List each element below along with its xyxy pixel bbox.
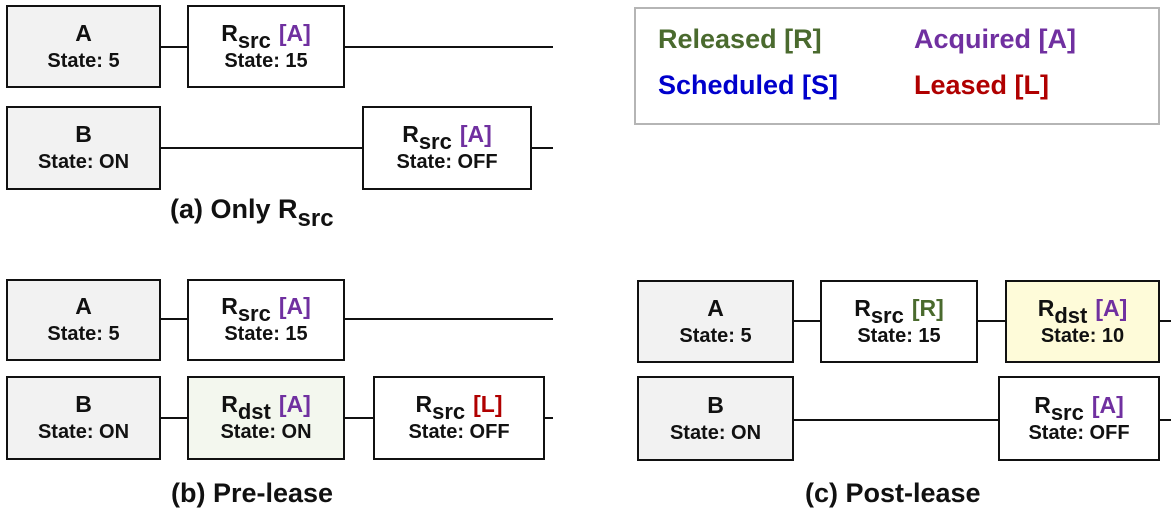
legend-scheduled: Scheduled [S] bbox=[658, 70, 839, 100]
resource-src-box: Rsrc[A] State: 15 bbox=[187, 5, 345, 88]
legend: Released [R] Acquired [A] Scheduled [S] … bbox=[634, 7, 1160, 125]
status-tag-acquired: [A] bbox=[278, 19, 311, 46]
resource-dst-box: Rdst[A] State: ON bbox=[187, 376, 345, 460]
node-state: State: ON bbox=[669, 421, 762, 444]
resource-src-box: Rsrc[A] State: 15 bbox=[187, 279, 345, 361]
node-a-box: A State: 5 bbox=[6, 279, 161, 361]
resource-state: State: 10 bbox=[1040, 324, 1125, 347]
connector-line bbox=[160, 147, 553, 149]
node-state: State: ON bbox=[37, 151, 130, 173]
resource-name: Rsrc[A] bbox=[402, 121, 492, 154]
resource-name: Rdst[A] bbox=[221, 391, 311, 424]
resource-src-box: Rsrc[L] State: OFF bbox=[373, 376, 545, 460]
resource-name: Rsrc[A] bbox=[1034, 391, 1124, 425]
resource-state: State: OFF bbox=[396, 151, 498, 173]
node-a-box: A State: 5 bbox=[6, 5, 161, 88]
legend-leased: Leased [L] bbox=[914, 70, 1050, 100]
node-name: A bbox=[707, 294, 724, 321]
node-b-box: B State: ON bbox=[6, 376, 161, 460]
resource-state: State: OFF bbox=[1028, 421, 1130, 444]
status-tag-acquired: [A] bbox=[1095, 294, 1128, 321]
resource-name: Rdst[A] bbox=[1037, 294, 1128, 328]
resource-name: Rsrc[A] bbox=[221, 293, 311, 326]
legend-released: Released [R] bbox=[658, 24, 822, 54]
node-state: State: 5 bbox=[47, 323, 120, 345]
status-tag-released: [R] bbox=[911, 294, 944, 321]
node-state: State: ON bbox=[37, 421, 130, 443]
node-name: A bbox=[75, 293, 92, 319]
status-tag-acquired: [A] bbox=[278, 293, 311, 319]
connector-line bbox=[793, 419, 1171, 421]
resource-state: State: ON bbox=[220, 421, 312, 443]
caption-b: (b) Pre-lease bbox=[171, 478, 334, 508]
connector-line bbox=[793, 320, 1171, 322]
node-name: B bbox=[75, 391, 92, 417]
legend-acquired: Acquired [A] bbox=[914, 24, 1076, 54]
connector-line bbox=[160, 318, 553, 320]
resource-name: Rsrc[A] bbox=[221, 19, 311, 53]
node-name: A bbox=[75, 19, 92, 46]
node-state: State: 5 bbox=[679, 324, 752, 347]
resource-name: Rsrc[L] bbox=[415, 391, 503, 424]
node-a-box: A State: 5 bbox=[637, 280, 794, 363]
resource-src-box: Rsrc[A] State: OFF bbox=[998, 376, 1160, 461]
resource-state: State: 15 bbox=[224, 49, 308, 72]
node-name: B bbox=[75, 121, 92, 147]
connector-line bbox=[160, 417, 553, 419]
resource-state: State: 15 bbox=[224, 323, 308, 345]
connector-line bbox=[160, 46, 553, 48]
resource-state: State: 15 bbox=[857, 324, 941, 347]
node-b-box: B State: ON bbox=[637, 376, 794, 461]
resource-name: Rsrc[R] bbox=[854, 294, 944, 328]
resource-dst-box: Rdst[A] State: 10 bbox=[1005, 280, 1160, 363]
resource-src-box: Rsrc[A] State: OFF bbox=[362, 106, 532, 190]
resource-state: State: OFF bbox=[408, 421, 510, 443]
status-tag-acquired: [A] bbox=[459, 121, 492, 147]
node-name: B bbox=[707, 391, 724, 418]
resource-src-box: Rsrc[R] State: 15 bbox=[820, 280, 978, 363]
status-tag-acquired: [A] bbox=[1091, 391, 1124, 418]
node-state: State: 5 bbox=[47, 49, 120, 72]
status-tag-leased: [L] bbox=[473, 391, 503, 417]
caption-a: (a) Only Rsrc bbox=[170, 194, 334, 232]
status-tag-acquired: [A] bbox=[278, 391, 311, 417]
node-b-box: B State: ON bbox=[6, 106, 161, 190]
caption-c: (c) Post-lease bbox=[805, 478, 981, 508]
